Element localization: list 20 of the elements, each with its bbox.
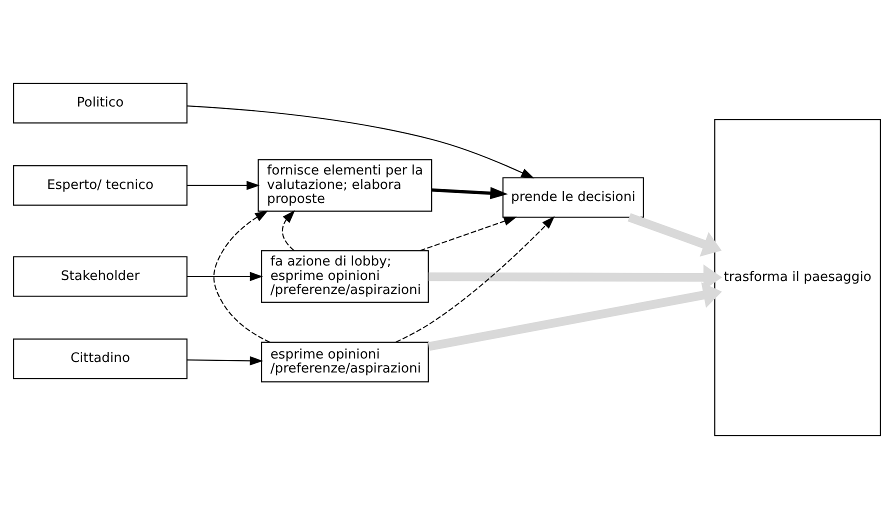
arrow — [628, 213, 722, 257]
node-box: trasforma il paesaggio — [714, 119, 881, 436]
node-box: fa azione di lobby; esprime opinioni /preferenze/aspirazioni — [261, 250, 429, 303]
arrow — [187, 105, 534, 178]
node-box: esprime opinioni /preferenze/aspirazioni — [261, 342, 429, 382]
node-box: Politico — [13, 82, 188, 124]
arrow — [432, 186, 508, 200]
arrow — [187, 356, 264, 366]
arrow — [187, 272, 264, 282]
arrow — [428, 282, 722, 351]
arrow — [396, 216, 555, 343]
arrow — [282, 210, 296, 251]
arrow — [213, 210, 270, 343]
node-box: Stakeholder — [13, 256, 188, 297]
node-box: fornisce elementi per la valutazione; elabora proposte — [258, 159, 432, 212]
node-box: prende le decisioni — [502, 177, 644, 218]
node-box: Esperto/ tecnico — [13, 165, 188, 206]
node-box: Cittadino — [13, 338, 188, 380]
arrow — [420, 216, 518, 252]
arrow — [187, 180, 260, 190]
